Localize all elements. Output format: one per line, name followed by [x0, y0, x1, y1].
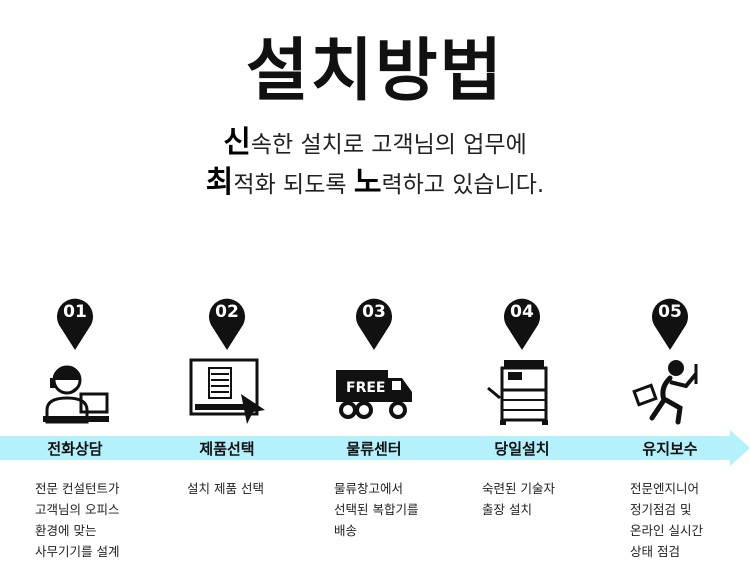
subtitle-emphasis: 노: [353, 165, 382, 200]
step-number: 01: [63, 302, 87, 322]
step-label: 전화상담: [47, 440, 103, 458]
step-description-line: 선택된 복합기를: [334, 502, 419, 517]
step-description-line: 출장 설치: [482, 502, 532, 517]
step-label: 당일설치: [494, 440, 550, 458]
subtitle-line-1: 신속한 설치로 고객님의 업무에: [0, 128, 750, 160]
map-pin-icon: 05: [650, 294, 690, 350]
copier-install-icon: [482, 358, 562, 426]
step-number: 05: [658, 302, 682, 322]
subtitle-line-2: 최적화 되도록 노력하고 있습니다.: [0, 168, 750, 200]
subtitle-emphasis: 최: [205, 165, 234, 200]
map-pin-icon: 01: [55, 294, 95, 350]
map-pin-icon: 04: [502, 294, 542, 350]
step-label: 유지보수: [642, 440, 698, 458]
subtitle-text: 속한 설치로 고객님의 업무에: [250, 132, 527, 158]
step-description: 설치 제품 선택: [187, 478, 327, 499]
step-description-line: 전문 컨설턴트가: [35, 481, 120, 496]
svg-text:FREE: FREE: [346, 380, 385, 396]
step-description-line: 정기점검 및: [630, 502, 692, 517]
step-description-line: 전문엔지니어: [630, 481, 700, 496]
step-label: 제품선택: [199, 440, 255, 458]
process-arrow-band: [0, 436, 732, 460]
step-description-line: 숙련된 기술자: [482, 481, 555, 496]
select-product-cursor-icon: [187, 358, 267, 426]
repairman-wrench-icon: [630, 358, 710, 426]
map-pin-icon: 03: [354, 294, 394, 350]
step-description-line: 배송: [334, 523, 358, 538]
subtitle-text: 적화 되도록: [233, 172, 354, 198]
step-label: 물류센터: [346, 440, 402, 458]
step-description-line: 상태 점검: [630, 544, 680, 559]
consultant-headset-icon: [35, 358, 115, 426]
step-description-line: 사무기기를 설계: [35, 544, 120, 559]
free-delivery-truck-icon: FREE: [334, 358, 414, 426]
subtitle-emphasis: 신: [223, 125, 251, 160]
step-number: 04: [510, 302, 534, 322]
process-arrow-tip: [730, 430, 750, 466]
page-title: 설치방법: [245, 32, 505, 111]
step-description-line: 고객님의 오피스: [35, 502, 120, 517]
step-description-line: 설치 제품 선택: [187, 481, 264, 496]
map-pin-icon: 02: [207, 294, 247, 350]
step-description-line: 온라인 실시간: [630, 523, 703, 538]
step-description-line: 환경에 맞는: [35, 523, 97, 538]
step-number: 03: [362, 302, 386, 322]
step-description-line: 물류창고에서: [334, 481, 404, 496]
step-number: 02: [215, 302, 239, 322]
subtitle-text: 력하고 있습니다.: [381, 172, 545, 198]
